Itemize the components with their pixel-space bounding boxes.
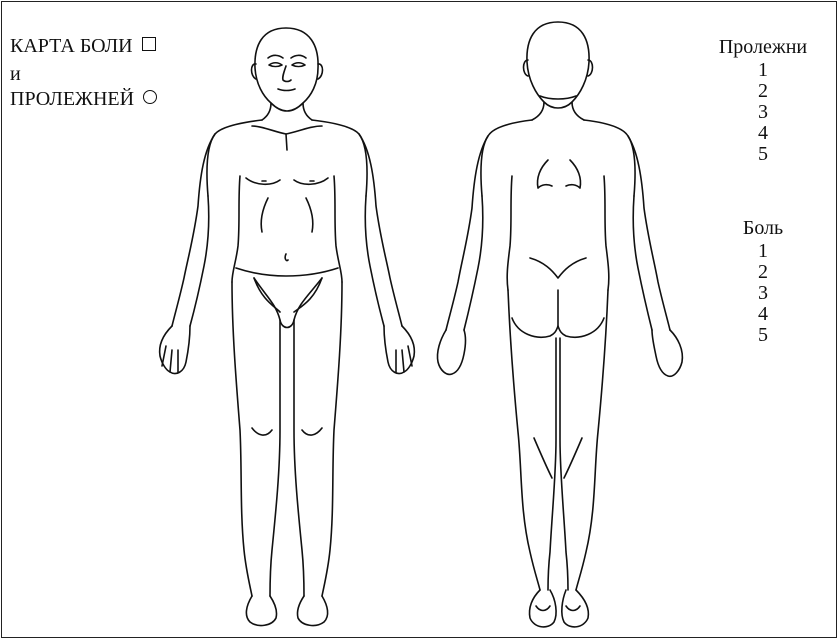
front-knees (252, 428, 322, 435)
back-torso-right (584, 120, 635, 290)
front-torso-right (312, 120, 367, 282)
front-foot-left (246, 596, 276, 625)
back-hand-right (652, 330, 682, 376)
front-ribs (261, 198, 313, 232)
front-foot-right (297, 596, 327, 625)
front-brow-right (291, 55, 306, 58)
back-heels (536, 606, 580, 611)
front-pectorals (246, 178, 328, 184)
front-head (255, 28, 318, 111)
back-torso-left (481, 120, 532, 290)
front-navel (285, 254, 288, 261)
front-mouth (278, 89, 295, 91)
back-head (527, 22, 589, 108)
back-leg-left-inner (548, 338, 556, 590)
back-body-outline (437, 22, 682, 627)
front-sternum (286, 134, 287, 150)
back-arm-right-inner (633, 196, 652, 330)
back-foot-left (529, 590, 556, 627)
front-neck-left (262, 103, 271, 120)
front-clavicles (252, 126, 322, 134)
back-hand-left (437, 330, 465, 374)
back-lumbar (530, 258, 586, 278)
front-eye-left (269, 63, 282, 67)
front-eye-right (292, 63, 305, 67)
front-nose (283, 66, 291, 82)
back-leg-right-inner (560, 338, 568, 590)
back-hairline (540, 96, 576, 99)
back-scapula-left (537, 160, 552, 188)
front-arm-left-inner (190, 196, 209, 326)
front-briefs-edge (254, 278, 322, 312)
front-body-outline (160, 28, 415, 625)
front-briefs (254, 278, 322, 328)
front-pelvis (236, 268, 338, 276)
front-leg-right-inner (294, 320, 304, 596)
back-scapula-right (566, 160, 581, 188)
front-brow-left (268, 55, 283, 58)
back-calves (534, 438, 582, 478)
front-hand-right (384, 326, 414, 374)
front-leg-right-outer (322, 282, 342, 596)
front-hand-left (160, 326, 190, 374)
front-torso-left (207, 120, 262, 282)
front-leg-left-inner (270, 320, 280, 596)
front-leg-left-outer (232, 282, 252, 596)
back-foot-right (562, 590, 589, 627)
back-arm-left-inner (464, 196, 483, 330)
back-neck-left (532, 102, 544, 120)
front-arm-right-inner (365, 196, 384, 326)
back-neck-right (572, 102, 584, 120)
front-neck-right (303, 103, 312, 120)
